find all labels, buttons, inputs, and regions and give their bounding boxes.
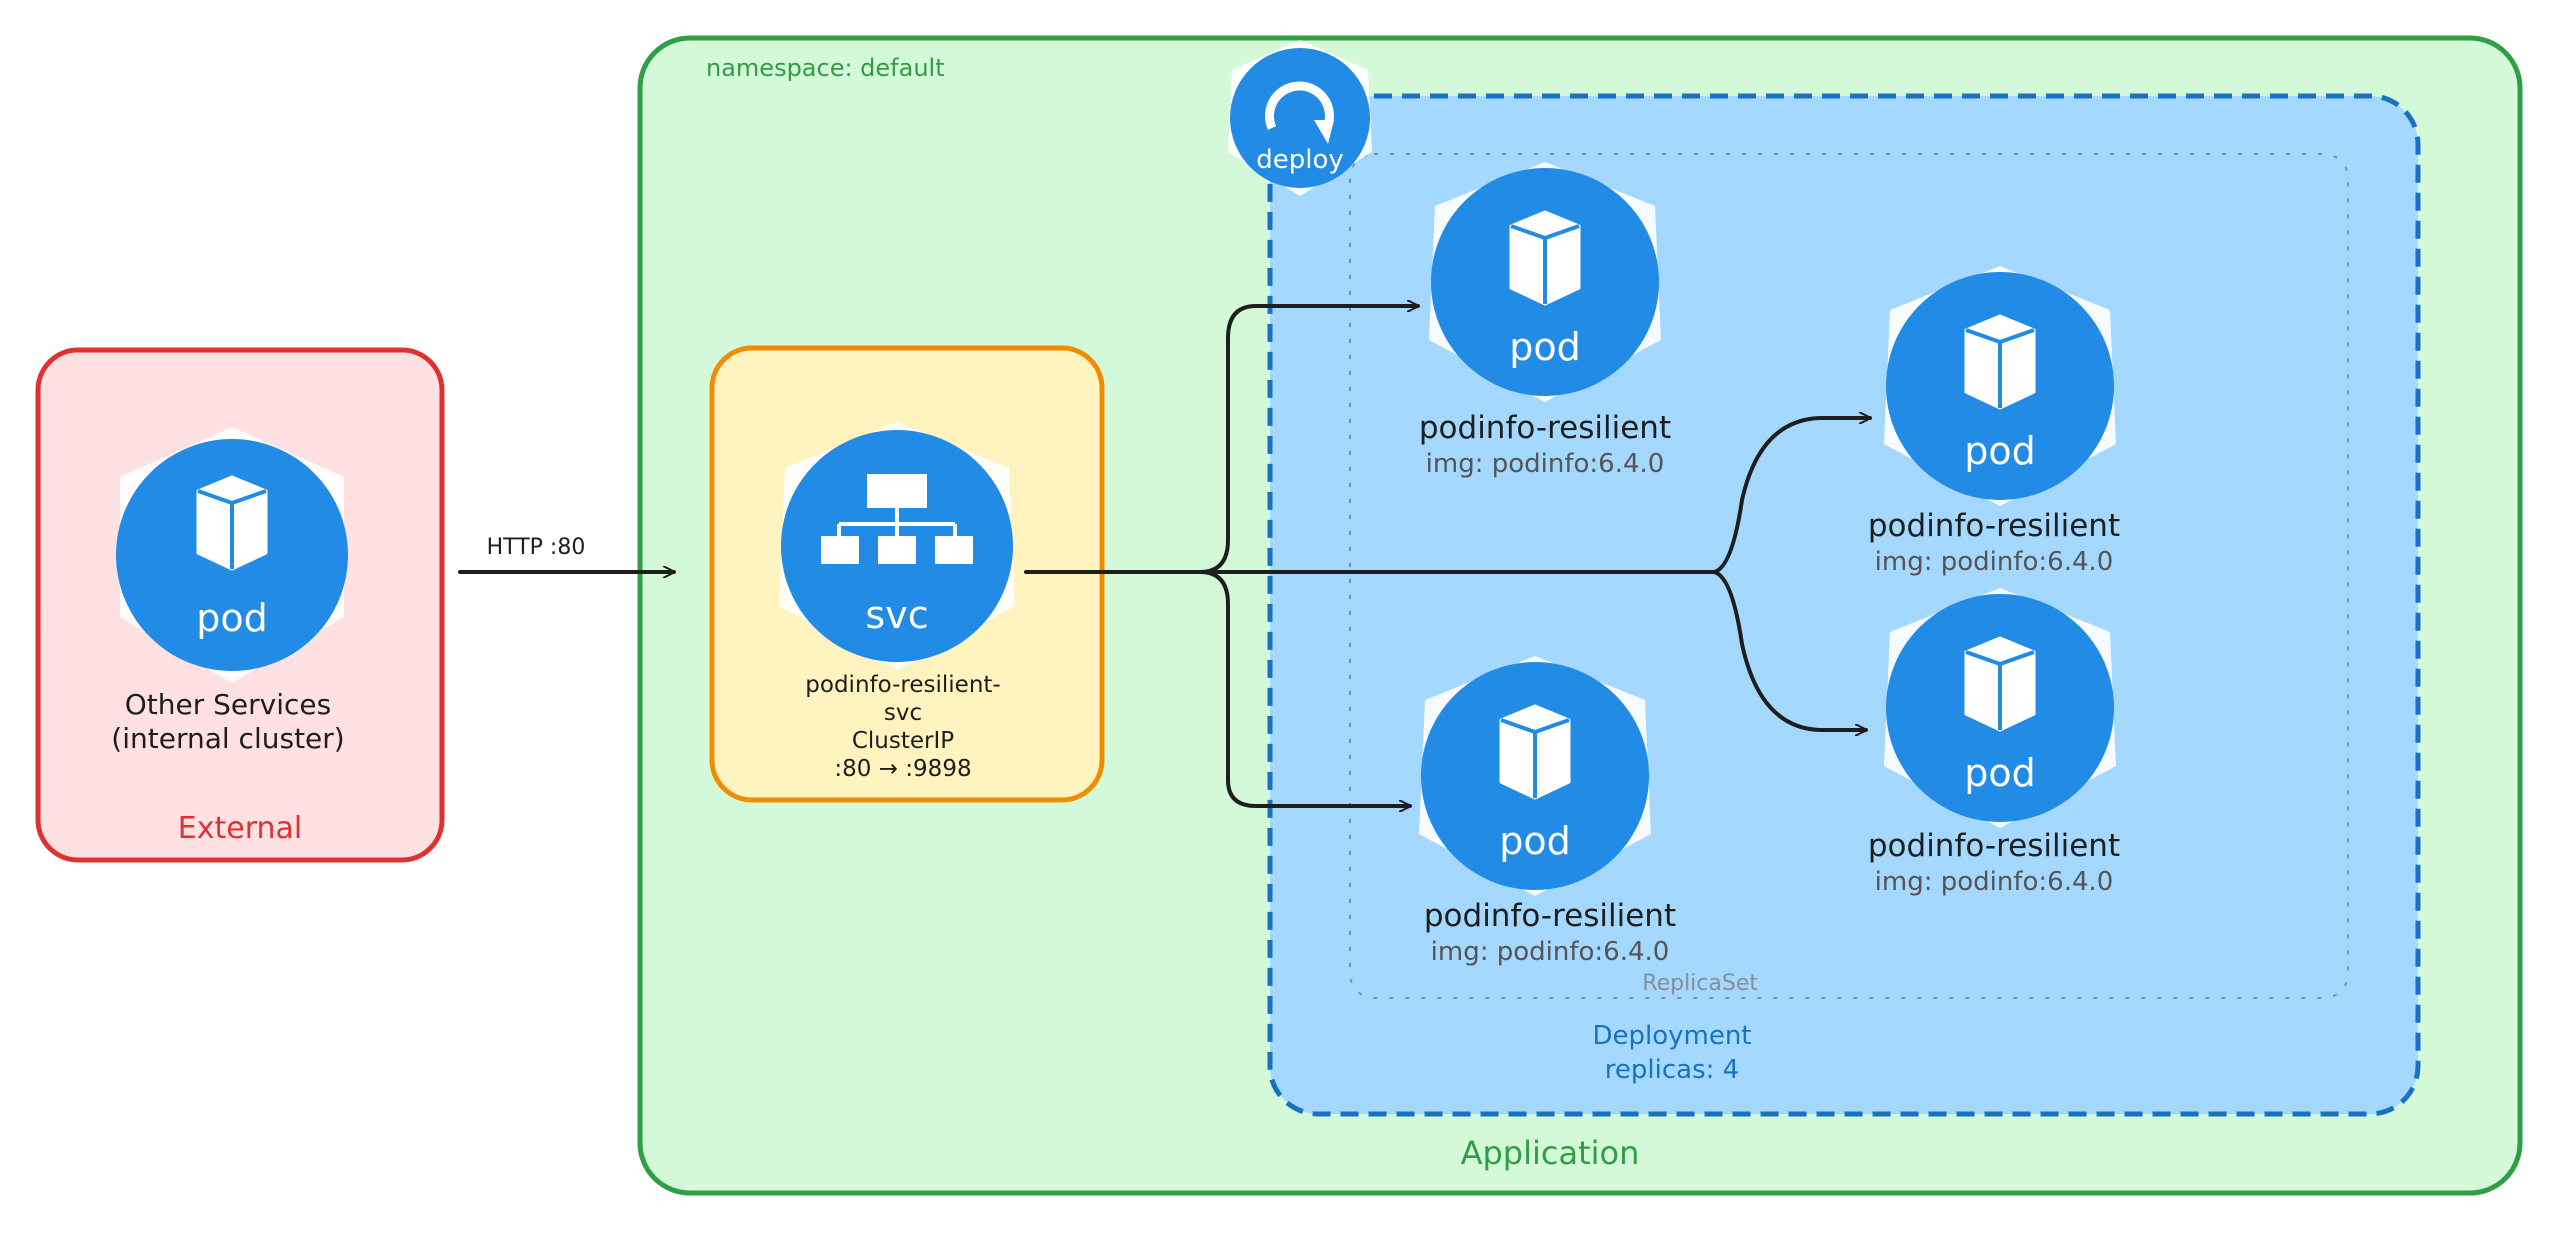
deployment-replicas: replicas: 4 bbox=[1605, 1055, 1739, 1085]
external-group: External pod Other Services (internal cl… bbox=[35, 347, 445, 863]
application-title: Application bbox=[1461, 1134, 1640, 1172]
service-ports: :80 → :9898 bbox=[834, 756, 971, 782]
pod-2-icon-label: pod bbox=[1499, 819, 1571, 863]
pod-4-icon: pod bbox=[1884, 588, 2116, 828]
pod-4-name: podinfo-resilient bbox=[1868, 828, 2120, 864]
pod-3-name: podinfo-resilient bbox=[1868, 508, 2120, 544]
pod-2: pod podinfo-resilient img: podinfo:6.4.0 bbox=[1419, 656, 1676, 967]
pod-3-icon: pod bbox=[1884, 266, 2116, 506]
service-type: ClusterIP bbox=[852, 728, 954, 754]
external-title: External bbox=[178, 811, 302, 846]
other-services-scope: (internal cluster) bbox=[111, 722, 344, 755]
pod-2-name: podinfo-resilient bbox=[1424, 898, 1676, 934]
svc-icon: svc bbox=[779, 422, 1015, 670]
service-name-line1: podinfo-resilient- bbox=[805, 672, 1000, 698]
pod-1-icon-label: pod bbox=[1509, 325, 1581, 369]
svc-icon-label: svc bbox=[865, 593, 928, 637]
pod-4: pod podinfo-resilient img: podinfo:6.4.0 bbox=[1868, 588, 2120, 897]
pod-2-image: img: podinfo:6.4.0 bbox=[1431, 937, 1670, 967]
branch-to-pod-3-arrow bbox=[1712, 418, 1872, 574]
deploy-icon: deploy bbox=[1228, 40, 1372, 196]
pod-3-image: img: podinfo:6.4.0 bbox=[1875, 547, 2114, 577]
branch-to-pod-4-arrow bbox=[1712, 570, 1868, 730]
pod-2-icon: pod bbox=[1419, 656, 1651, 896]
deployment-group: ReplicaSet Deployment replicas: 4 deploy bbox=[1228, 40, 2421, 1117]
other-services-name: Other Services bbox=[125, 688, 331, 721]
other-services-pod-icon-label: pod bbox=[196, 596, 268, 640]
pod-1-name: podinfo-resilient bbox=[1419, 410, 1671, 446]
pod-3: pod podinfo-resilient img: podinfo:6.4.0 bbox=[1868, 266, 2120, 577]
http-label: HTTP :80 bbox=[487, 535, 586, 560]
connectors bbox=[458, 306, 1872, 806]
pod-4-icon-label: pod bbox=[1964, 751, 2036, 795]
service-name-line2: svc bbox=[884, 700, 922, 726]
deployment-title: Deployment bbox=[1592, 1021, 1751, 1051]
replicaset-label: ReplicaSet bbox=[1642, 971, 1758, 996]
svc-to-pod-2-arrow bbox=[1198, 570, 1412, 806]
pod-1-image: img: podinfo:6.4.0 bbox=[1426, 449, 1665, 479]
pod-3-icon-label: pod bbox=[1964, 429, 2036, 473]
deploy-icon-label: deploy bbox=[1256, 145, 1344, 175]
namespace-label: namespace: default bbox=[706, 54, 945, 82]
pod-1: pod podinfo-resilient img: podinfo:6.4.0 bbox=[1419, 162, 1671, 479]
pod-4-image: img: podinfo:6.4.0 bbox=[1875, 867, 2114, 897]
pod-1-icon: pod bbox=[1429, 162, 1661, 402]
other-services-pod-icon: pod bbox=[116, 427, 348, 683]
service-group: svc podinfo-resilient- svc ClusterIP :80… bbox=[709, 345, 1105, 803]
rotate-arrow-icon bbox=[1265, 81, 1334, 133]
